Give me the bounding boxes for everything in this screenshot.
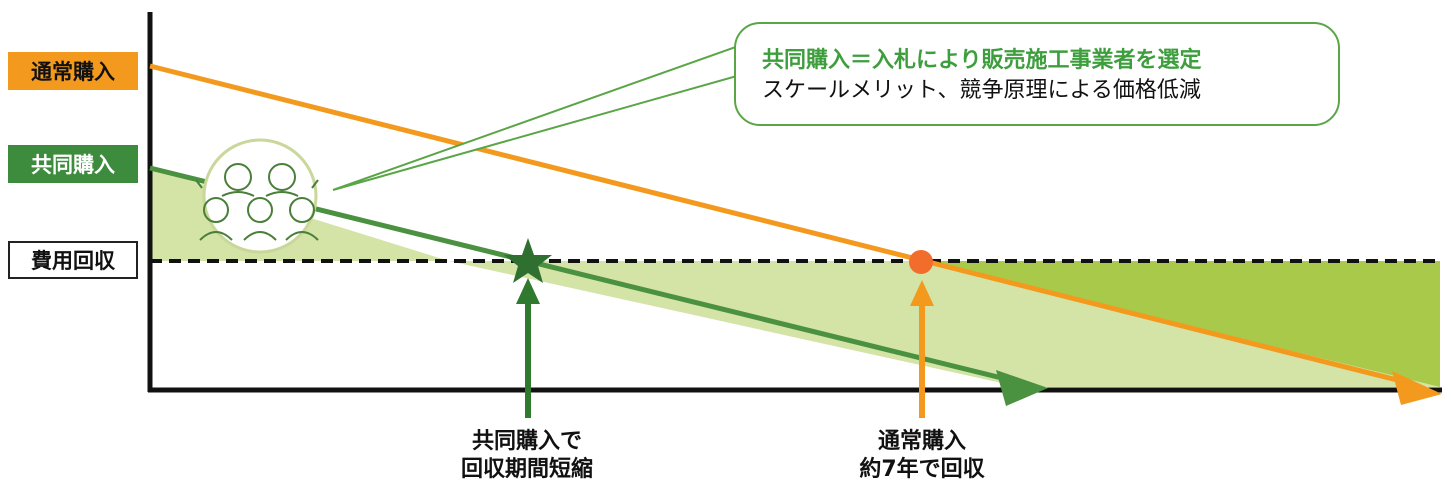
cost-recovery-label: 費用回収 [8, 241, 138, 279]
joint-annotation-line1: 共同購入で [471, 429, 582, 454]
joint-line-arrowhead [996, 370, 1048, 406]
callout-box: 共同購入＝入札により販売施工事業者を選定 スケールメリット、競争原理による価格低… [734, 22, 1340, 126]
regular-line-arrowhead [1392, 371, 1442, 405]
recovery-point-dot [909, 250, 933, 274]
regular-recovery-annotation: 通常購入 約7年で回収 [822, 428, 1022, 484]
group-of-people-icon [195, 138, 319, 254]
joint-arrow-head [516, 278, 540, 304]
joint-purchase-label: 共同購入 [8, 145, 138, 183]
regular-purchase-label: 通常購入 [8, 52, 138, 90]
joint-annotation-line2: 回収期間短縮 [460, 457, 593, 482]
extended-recovery-area-fill [449, 261, 1440, 387]
regular-purchase-line [149, 63, 1406, 385]
joint-recovery-annotation: 共同購入で 回収期間短縮 [427, 428, 627, 484]
callout-line1: 共同購入＝入札により販売施工事業者を選定 [762, 48, 1202, 73]
callout-pointer [332, 42, 745, 191]
callout-line2: スケールメリット、競争原理による価格低減 [762, 78, 1201, 103]
regular-annotation-line1: 通常購入 [877, 429, 966, 454]
regular-arrow-head [910, 280, 934, 306]
star-icon [504, 238, 552, 283]
regular-annotation-line2: 約7年で回収 [859, 457, 985, 482]
